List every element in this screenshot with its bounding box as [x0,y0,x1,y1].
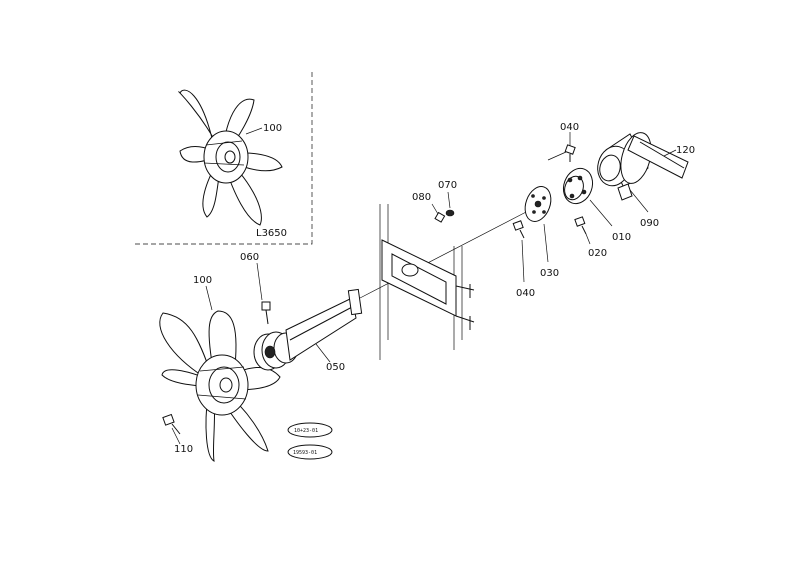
label-020: 020 [588,248,607,259]
label-040-bottom: 040 [516,288,535,299]
main-fan[interactable] [159,310,281,462]
pump-090[interactable] [593,129,656,201]
bolt-040-top[interactable] [564,144,576,162]
label-090: 090 [640,218,659,229]
label-080: 080 [412,192,431,203]
coupling-flange-030[interactable] [521,183,556,225]
label-120: 120 [676,145,695,156]
nut-080[interactable] [434,211,446,223]
label-050: 050 [326,362,345,373]
bolt-060[interactable] [261,301,271,325]
coupling-010[interactable] [559,164,598,207]
fan-pulley-flange[interactable] [253,331,299,371]
bolt-040-bottom[interactable] [512,220,525,239]
reference-stamp-bottom: 19593-01 [287,444,333,460]
label-060: 060 [240,252,259,263]
bolt-110[interactable] [162,413,181,435]
label-110: 110 [174,444,193,455]
label-100: 100 [193,275,212,286]
label-040-top: 040 [560,122,579,133]
washer-070[interactable] [445,209,455,217]
stamp-top-text: 10+23-01 [294,428,318,434]
label-100-inset: 100 [263,123,282,134]
label-070: 070 [438,180,457,191]
label-030: 030 [540,268,559,279]
reference-stamp-top: 10+23-01 [287,422,333,438]
fan-shaft-050[interactable] [285,288,363,361]
bolt-020[interactable] [574,216,587,235]
label-010: 010 [612,232,631,243]
mounting-bracket[interactable] [379,204,475,360]
inset-ref-label: L3650 [256,228,287,239]
stamp-bottom-text: 19593-01 [293,450,317,456]
inset-panel [132,72,313,245]
inset-fan[interactable] [178,89,283,226]
